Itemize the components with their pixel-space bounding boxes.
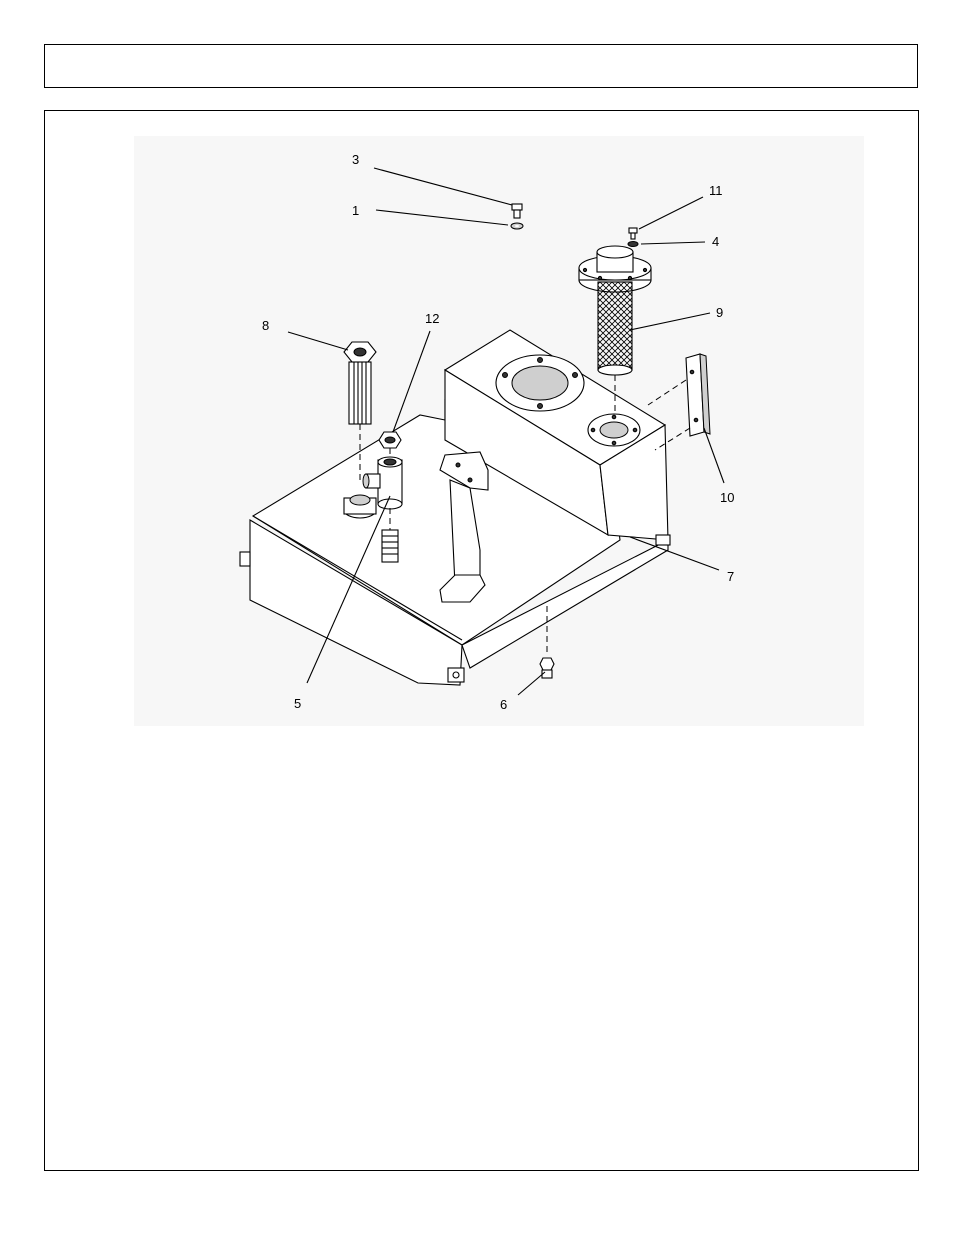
callout-8: 8 [262, 318, 269, 333]
breather-washer [628, 242, 638, 247]
callout-12: 12 [425, 311, 439, 326]
tank-fill-coupling [344, 495, 376, 518]
breather-screw [629, 228, 637, 239]
callout-5: 5 [294, 696, 301, 711]
callout-10: 10 [720, 490, 734, 505]
callout-11: 11 [709, 183, 723, 198]
callout-7: 7 [727, 569, 734, 584]
filter-mount-flange [588, 414, 640, 446]
callout-3: 3 [352, 152, 359, 167]
callout-4: 4 [712, 234, 719, 249]
callout-1: 1 [352, 203, 359, 218]
cap-screw [512, 204, 522, 218]
lock-washer [511, 223, 523, 229]
callout-6: 6 [500, 697, 507, 712]
tank-opening-flange [496, 355, 584, 411]
callout-9: 9 [716, 305, 723, 320]
